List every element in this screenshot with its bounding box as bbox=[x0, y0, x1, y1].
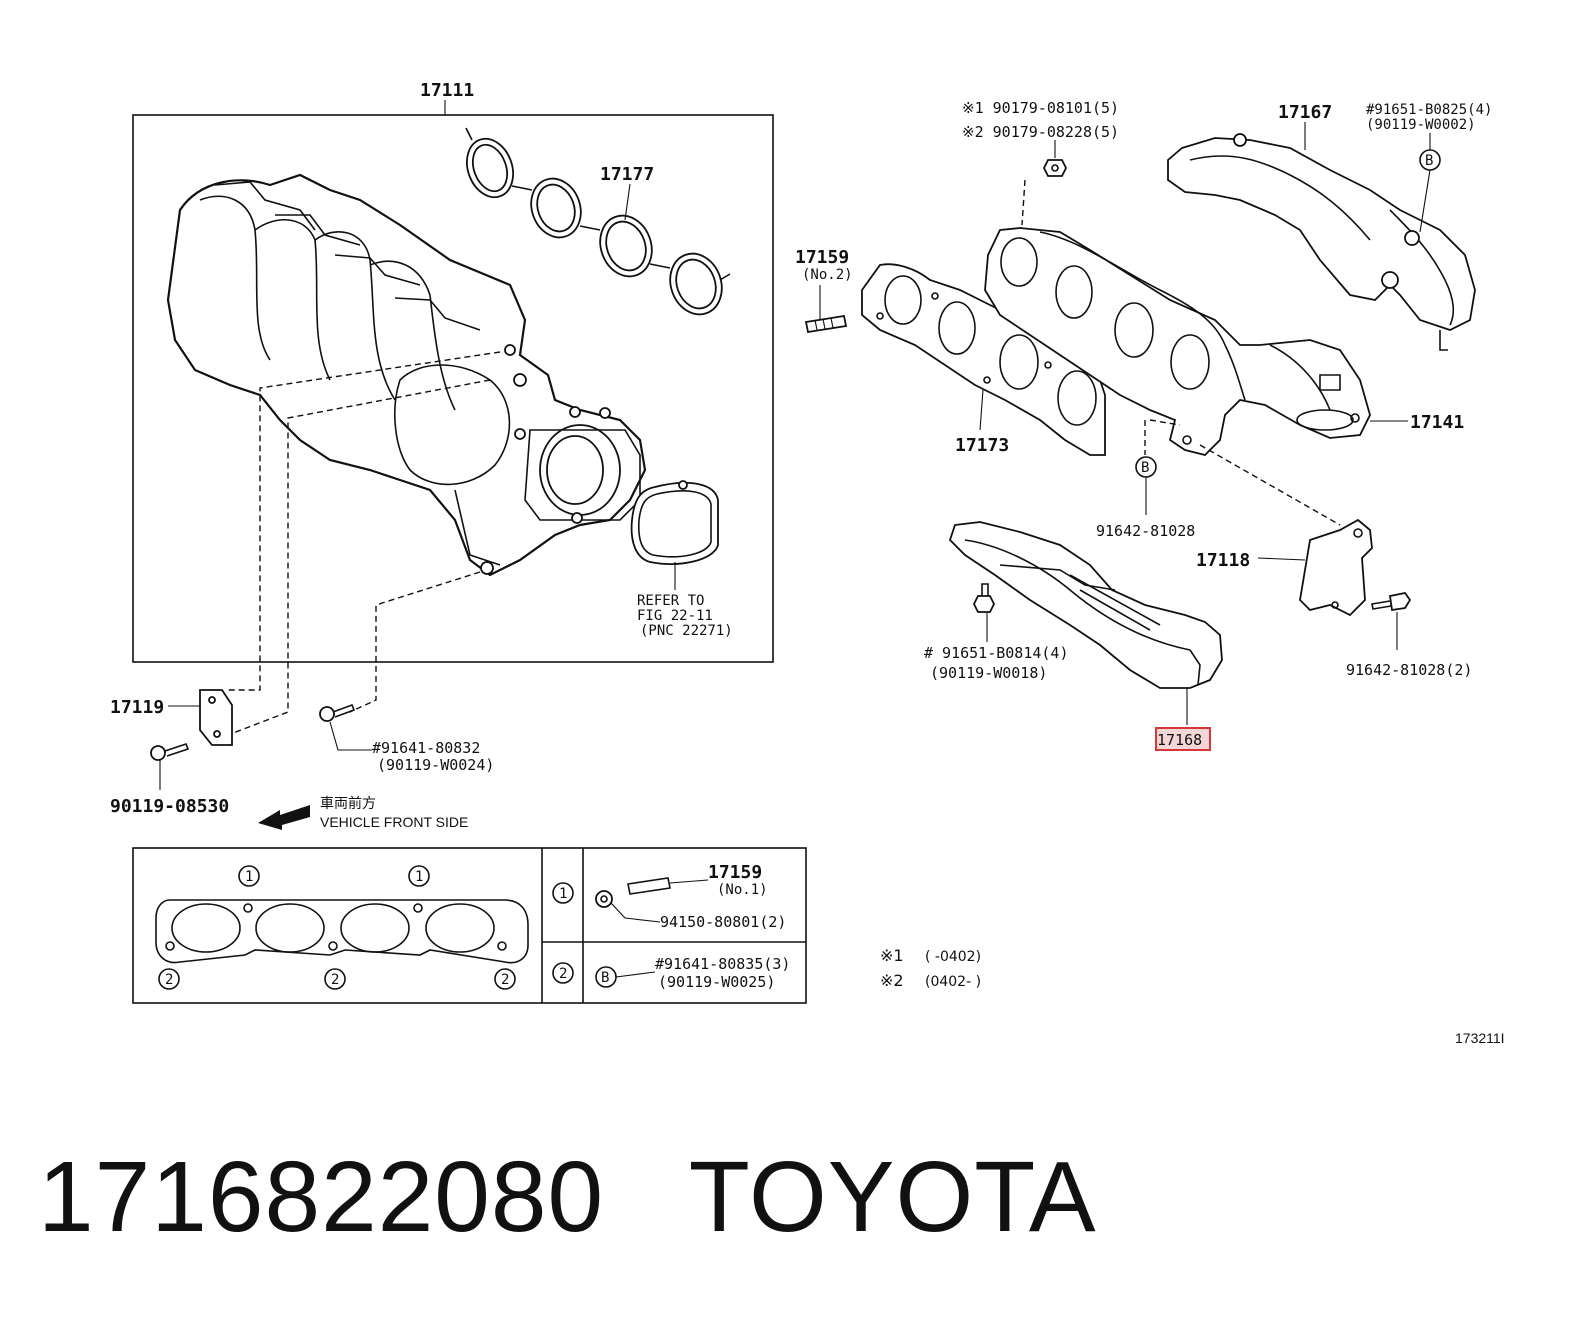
row2-key: 2 bbox=[559, 966, 567, 982]
note-1-mark: ※1 bbox=[880, 946, 904, 965]
gasket-mark-2c: 2 bbox=[501, 972, 509, 988]
label-91642-81028-2[interactable]: 91642-81028(2) bbox=[1346, 661, 1472, 679]
throttle-gasket-ref[interactable] bbox=[630, 480, 719, 565]
gasket-mark-2a: 2 bbox=[165, 972, 173, 988]
label-91651-b0814-a[interactable]: # 91651-B0814(4) bbox=[924, 644, 1069, 662]
note-1-text: ( -0402) bbox=[925, 949, 981, 965]
footer-brand: TOYOTA bbox=[688, 1141, 1097, 1253]
label-17111[interactable]: 17111 bbox=[420, 80, 474, 101]
bolt-90119-08530[interactable] bbox=[150, 743, 190, 761]
row1-stud-sub: (No.1) bbox=[717, 882, 768, 898]
label-nut-1[interactable]: ※1 90179-08101(5) bbox=[962, 99, 1119, 117]
circle-b-mid: B bbox=[1141, 460, 1149, 476]
label-90119-08530[interactable]: 90119-08530 bbox=[110, 796, 229, 817]
bolt-91651-b0814[interactable] bbox=[972, 583, 996, 613]
row2-bolt-label-b: (90119-W0025) bbox=[658, 973, 775, 991]
label-17173[interactable]: 17173 bbox=[955, 435, 1009, 456]
highlight-17168 bbox=[1155, 727, 1211, 751]
label-nut-2[interactable]: ※2 90179-08228(5) bbox=[962, 123, 1119, 141]
refer-line-2: FIG 22-11 bbox=[637, 608, 713, 624]
gasket-mark-1a: 1 bbox=[245, 869, 253, 885]
gasket-17177[interactable] bbox=[459, 127, 731, 322]
label-91651-b0825-a[interactable]: #91651-B0825(4) bbox=[1366, 102, 1492, 118]
label-17159[interactable]: 17159 bbox=[795, 247, 849, 268]
bolt-91641-80832[interactable] bbox=[319, 703, 356, 722]
exhaust-manifold-17141[interactable] bbox=[984, 227, 1371, 456]
label-17118[interactable]: 17118 bbox=[1196, 550, 1250, 571]
note-2-mark: ※2 bbox=[880, 971, 904, 990]
label-17159-no2: (No.2) bbox=[802, 267, 853, 283]
nut-90179[interactable] bbox=[1042, 159, 1068, 177]
front-label-en: VEHICLE FRONT SIDE bbox=[320, 814, 468, 830]
legend-table: 1 1 2 2 2 1 2 bbox=[132, 847, 807, 1004]
label-91642-81028[interactable]: 91642-81028 bbox=[1096, 522, 1195, 540]
intake-manifold-frame bbox=[132, 114, 774, 663]
row2-bolt-label-a[interactable]: #91641-80835(3) bbox=[655, 955, 790, 973]
row1-stud-label[interactable]: 17159 bbox=[708, 862, 762, 883]
note-2-text: (0402- ) bbox=[925, 974, 981, 990]
refer-line-3: (PNC 22271) bbox=[640, 623, 733, 639]
bracket-17118[interactable] bbox=[1299, 518, 1373, 617]
gasket-mark-2b: 2 bbox=[331, 972, 339, 988]
label-91651-b0825-b: (90119-W0002) bbox=[1366, 117, 1476, 133]
bracket-17119[interactable] bbox=[199, 689, 233, 746]
row1-key: 1 bbox=[559, 886, 567, 902]
bolt-91642-81028[interactable] bbox=[1371, 592, 1412, 612]
label-17167[interactable]: 17167 bbox=[1278, 102, 1332, 123]
refer-line-1: REFER TO bbox=[637, 593, 704, 609]
stud-17159[interactable] bbox=[804, 314, 848, 334]
diagram-code: 173211I bbox=[1455, 1030, 1505, 1046]
gasket-mark-1b: 1 bbox=[415, 869, 423, 885]
heat-insulator-17168[interactable] bbox=[948, 521, 1223, 689]
label-91651-b0814-b: (90119-W0018) bbox=[930, 664, 1047, 682]
row2-circle-b: B bbox=[601, 970, 609, 986]
heat-insulator-17167[interactable] bbox=[1167, 133, 1476, 351]
label-91641-80832-a[interactable]: #91641-80832 bbox=[372, 739, 480, 757]
footer-title: 1716822080 TOYOTA bbox=[38, 1140, 1097, 1255]
front-label-jp: 車両前方 bbox=[320, 795, 376, 812]
label-17119[interactable]: 17119 bbox=[110, 697, 164, 718]
label-17168[interactable]: 17168 bbox=[1157, 731, 1202, 749]
label-17177[interactable]: 17177 bbox=[600, 164, 654, 185]
footer-part-number: 1716822080 bbox=[38, 1141, 605, 1253]
circle-b-top: B bbox=[1425, 153, 1433, 169]
label-17141[interactable]: 17141 bbox=[1410, 412, 1464, 433]
intake-manifold-17111[interactable] bbox=[166, 173, 647, 577]
front-arrow-icon bbox=[258, 805, 310, 830]
label-91641-80832-b: (90119-W0024) bbox=[377, 756, 494, 774]
row1-nut-label[interactable]: 94150-80801(2) bbox=[660, 913, 786, 931]
